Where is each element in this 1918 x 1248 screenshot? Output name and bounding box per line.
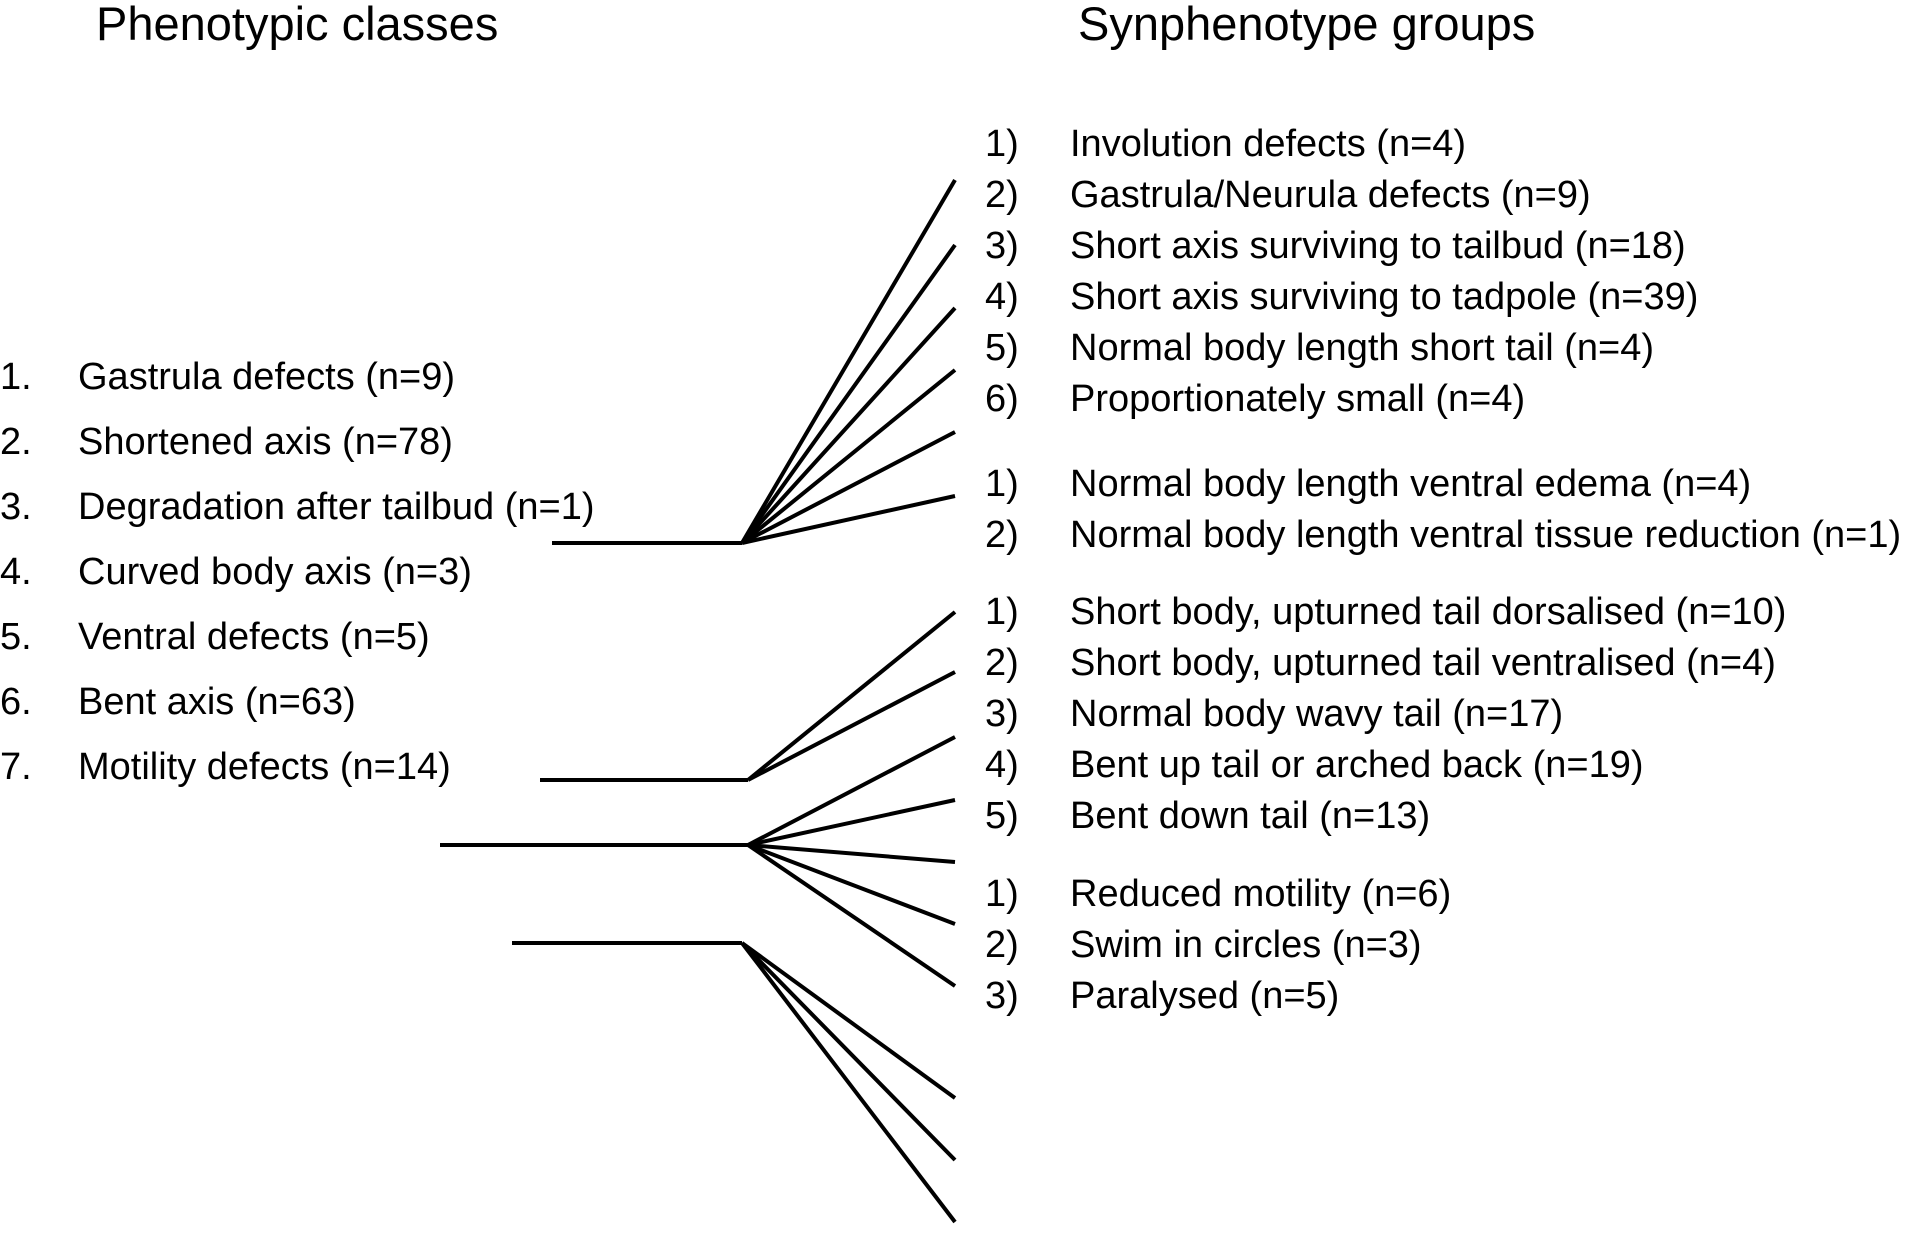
connector-spoke — [741, 430, 956, 545]
class-label: Motility defects (n=14) — [78, 746, 451, 788]
group-number: 1) — [985, 591, 1019, 633]
group-label: Gastrula/Neurula defects (n=9) — [1070, 174, 1591, 216]
class-number: 6. — [0, 681, 32, 723]
phenotypic-class-row: 4. Curved body axis (n=3) — [0, 550, 700, 615]
group-number: 1) — [985, 463, 1019, 505]
group-label: Normal body wavy tail (n=17) — [1070, 693, 1564, 735]
class-number: 4. — [0, 551, 32, 593]
group-label: Swim in circles (n=3) — [1070, 924, 1422, 966]
class-label: Gastrula defects (n=9) — [78, 356, 456, 398]
group-number: 4) — [985, 276, 1019, 318]
connector-spoke — [746, 843, 957, 988]
class-label: Degradation after tailbud (n=1) — [78, 486, 595, 528]
group-number: 3) — [985, 693, 1019, 735]
group-number: 1) — [985, 123, 1019, 165]
phenotypic-class-row: 5. Ventral defects (n=5) — [0, 615, 700, 680]
group-label: Normal body length ventral tissue reduct… — [1070, 514, 1902, 556]
class-label: Bent axis (n=63) — [78, 681, 356, 723]
group-label: Bent down tail (n=13) — [1070, 795, 1431, 837]
connector-spoke — [747, 843, 956, 926]
group-number: 3) — [985, 225, 1019, 267]
phenotypic-class-list: 1. Gastrula defects (n=9) 2. Shortened a… — [0, 355, 700, 810]
group-number: 4) — [985, 744, 1019, 786]
column-heading-synphenotype-groups: Synphenotype groups — [1078, 0, 1536, 50]
connector-spoke — [747, 798, 956, 847]
connector-spoke — [740, 941, 957, 1224]
group-label: Bent up tail or arched back (n=19) — [1070, 744, 1644, 786]
connector-spoke — [747, 843, 956, 864]
group-label: Normal body length short tail (n=4) — [1070, 327, 1655, 369]
group-label: Short body, upturned tail ventralised (n… — [1070, 642, 1776, 684]
connector-spoke — [740, 306, 957, 545]
class-label: Ventral defects (n=5) — [78, 616, 430, 658]
group-number: 2) — [985, 642, 1019, 684]
group-number: 2) — [985, 514, 1019, 556]
group-label: Reduced motility (n=6) — [1070, 873, 1452, 915]
group-label: Short axis surviving to tailbud (n=18) — [1070, 225, 1686, 267]
column-heading-phenotypic-classes: Phenotypic classes — [96, 0, 499, 50]
connector-spoke — [747, 735, 956, 847]
connector-spoke — [740, 243, 957, 545]
phenotypic-class-row: 2. Shortened axis (n=78) — [0, 420, 700, 485]
phenotypic-class-row: 1. Gastrula defects (n=9) — [0, 355, 700, 420]
class-number: 3. — [0, 486, 32, 528]
group-number: 3) — [985, 975, 1019, 1017]
group-number: 2) — [985, 174, 1019, 216]
connector-spoke — [741, 494, 956, 545]
group-number: 5) — [985, 795, 1019, 837]
phenotypic-class-row: 3. Degradation after tailbud (n=1) — [0, 485, 700, 550]
group-number: 5) — [985, 327, 1019, 369]
group-label: Paralysed (n=5) — [1070, 975, 1340, 1017]
group-number: 6) — [985, 378, 1019, 420]
connector-spoke — [740, 941, 957, 1162]
group-label: Involution defects (n=4) — [1070, 123, 1467, 165]
connector-spoke — [740, 178, 957, 545]
connector-spoke — [746, 610, 957, 782]
phenotypic-class-row: 6. Bent axis (n=63) — [0, 680, 700, 745]
phenotypic-class-row: 7. Motility defects (n=14) — [0, 745, 700, 810]
group-number: 1) — [985, 873, 1019, 915]
group-label: Normal body length ventral edema (n=4) — [1070, 463, 1752, 505]
class-number: 2. — [0, 421, 32, 463]
connector-spoke — [747, 670, 956, 782]
class-number: 7. — [0, 746, 32, 788]
connector-spoke — [740, 368, 957, 545]
class-label: Curved body axis (n=3) — [78, 551, 472, 593]
group-number: 2) — [985, 924, 1019, 966]
class-label: Shortened axis (n=78) — [78, 421, 453, 463]
group-label: Short axis surviving to tadpole (n=39) — [1070, 276, 1699, 318]
class-number: 5. — [0, 616, 32, 658]
class-number: 1. — [0, 356, 32, 398]
connector-spoke — [740, 941, 957, 1100]
group-label: Proportionately small (n=4) — [1070, 378, 1526, 420]
group-label: Short body, upturned tail dorsalised (n=… — [1070, 591, 1787, 633]
